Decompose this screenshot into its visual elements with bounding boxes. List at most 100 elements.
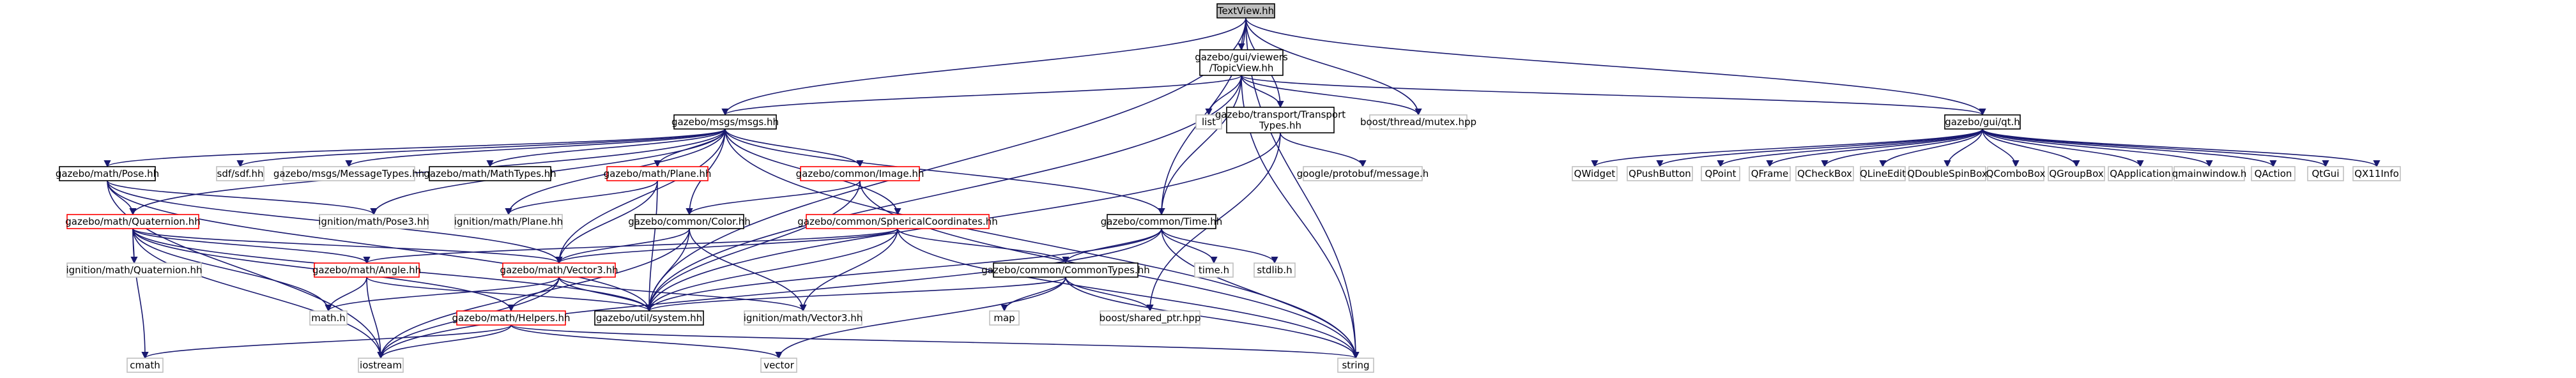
edge-qt-qwidget (1591, 128, 1983, 168)
edge-topicview-mutex (1241, 75, 1422, 116)
node-label: gazebo/msgs/msgs.hh (671, 116, 779, 128)
edge-qt-qpushbutton (1656, 128, 1983, 168)
edge-vector3-mathh (325, 276, 560, 312)
node-qcheckbox: QCheckBox (1795, 166, 1854, 181)
edge-vector3-ignvector3 (558, 276, 807, 312)
edge-helpers-vector (510, 324, 783, 359)
node-label: QGroupBox (2049, 168, 2103, 179)
node-label: ignition/math/Plane.hh (454, 216, 563, 227)
node-label: gazebo/math/Vector3.hh (500, 264, 618, 276)
node-label: QAction (2255, 168, 2292, 179)
edge-commontypes-map (1000, 276, 1066, 312)
node-spherical[interactable]: gazebo/common/SphericalCoordinates.hh (797, 214, 998, 229)
node-box (456, 310, 566, 326)
node-label: gazebo/gui/viewers (1195, 52, 1288, 63)
node-box (1195, 114, 1222, 130)
edge-msgs-mathtypes (486, 128, 726, 168)
node-box (1627, 166, 1693, 181)
node-qt[interactable]: gazebo/gui/qt.h (1944, 114, 2021, 130)
node-qaction: QAction (2251, 166, 2296, 181)
edge-qt-qmainwindow (1982, 128, 2213, 168)
node-label: /TopicView.hh (1209, 63, 1274, 74)
edge-qt-qgroupbox (1982, 128, 2080, 168)
node-image[interactable]: gazebo/common/Image.hh (796, 166, 924, 181)
node-box (1100, 310, 1200, 326)
node-angle[interactable]: gazebo/math/Angle.hh (312, 262, 421, 278)
node-timeh: time.h (1194, 262, 1234, 278)
node-topicview[interactable]: gazebo/gui/viewers/TopicView.hh (1195, 49, 1288, 76)
node-vector: vector (760, 358, 797, 373)
node-textview[interactable]: TextView.hh (1216, 3, 1275, 19)
node-commontypes[interactable]: gazebo/common/CommonTypes.hh (981, 262, 1150, 278)
node-label: gazebo/common/Time.hh (1101, 216, 1222, 227)
edge-color-ignvector3 (689, 228, 807, 312)
node-label: gazebo/common/Color.hh (628, 216, 751, 227)
node-qframe: QFrame (1749, 166, 1791, 181)
node-label: gazebo/math/Quaternion.hh (65, 216, 200, 227)
edge-textview-string (1245, 17, 1360, 359)
edge-time-iostream (377, 228, 1162, 359)
node-box (126, 358, 164, 373)
node-quaternion[interactable]: gazebo/math/Quaternion.hh (65, 214, 201, 229)
edge-topicview-qt (1241, 75, 1986, 116)
node-label: ignition/math/Vector3.hh (744, 312, 863, 324)
node-ignquaternion: ignition/math/Quaternion.hh (66, 262, 203, 278)
node-messagetypes: gazebo/msgs/MessageTypes.hh (273, 166, 424, 181)
node-box (800, 166, 920, 181)
edge-vector3-system (558, 276, 653, 312)
node-box (358, 358, 404, 373)
edge-time-system (645, 228, 1162, 312)
node-box (502, 262, 616, 278)
edge-quaternion-mathh (132, 228, 332, 312)
edge-textview-msgs (721, 17, 1246, 116)
node-pose[interactable]: gazebo/math/Pose.hh (56, 166, 159, 181)
node-label: sdf/sdf.hh (217, 168, 264, 179)
edge-color-system (645, 228, 690, 312)
edge-msgs-pose (103, 128, 726, 168)
node-box (989, 310, 1020, 326)
node-box (2307, 166, 2344, 181)
node-box (454, 214, 563, 229)
node-mathtypes[interactable]: gazebo/math/MathTypes.hh (424, 166, 556, 181)
node-list: list (1195, 114, 1222, 130)
edge-qt-qapplication (1982, 128, 2144, 168)
node-color[interactable]: gazebo/common/Color.hh (628, 214, 751, 229)
edge-image-color (686, 180, 861, 216)
node-plane[interactable]: gazebo/math/Plane.hh (604, 166, 712, 181)
edge-time-timeh (1161, 228, 1218, 264)
node-qlineedit: QLineEdit (1860, 166, 1906, 181)
node-label: QComboBox (1986, 168, 2046, 179)
node-box (1860, 166, 1906, 181)
node-vector3[interactable]: gazebo/math/Vector3.hh (500, 262, 618, 278)
node-box (1701, 166, 1740, 181)
node-label: gazebo/gui/qt.h (1945, 116, 2020, 128)
node-label: QDoubleSpinBox (1907, 168, 1988, 179)
node-cmath: cmath (126, 358, 164, 373)
edge-qt-qx11info (1982, 128, 2380, 168)
edge-time-string (1161, 228, 1360, 359)
node-box (66, 214, 199, 229)
node-time[interactable]: gazebo/common/Time.hh (1101, 214, 1222, 229)
node-label: stdlib.h (1257, 264, 1292, 276)
edge-time-stdlib (1161, 228, 1278, 264)
node-label: ignition/math/Pose3.hh (318, 216, 429, 227)
node-box (2251, 166, 2296, 181)
node-stdlib: stdlib.h (1254, 262, 1296, 278)
node-box (606, 166, 709, 181)
edge-transport-protobuf (1280, 132, 1367, 168)
node-box (314, 262, 420, 278)
node-qapplication: QApplication (2108, 166, 2173, 181)
node-label: QX11Info (2354, 168, 2399, 179)
node-box (216, 166, 264, 181)
node-box (1303, 166, 1423, 181)
node-box (1199, 49, 1284, 76)
node-system[interactable]: gazebo/util/system.hh (594, 310, 704, 326)
edge-topicview-transport (1241, 75, 1284, 109)
node-helpers[interactable]: gazebo/math/Helpers.hh (452, 310, 571, 326)
node-label: QWidget (1574, 168, 1616, 179)
node-msgs[interactable]: gazebo/msgs/msgs.hh (671, 114, 779, 130)
edge-msgs-image (724, 128, 864, 168)
node-box (282, 166, 415, 181)
node-label: QCheckBox (1797, 168, 1852, 179)
